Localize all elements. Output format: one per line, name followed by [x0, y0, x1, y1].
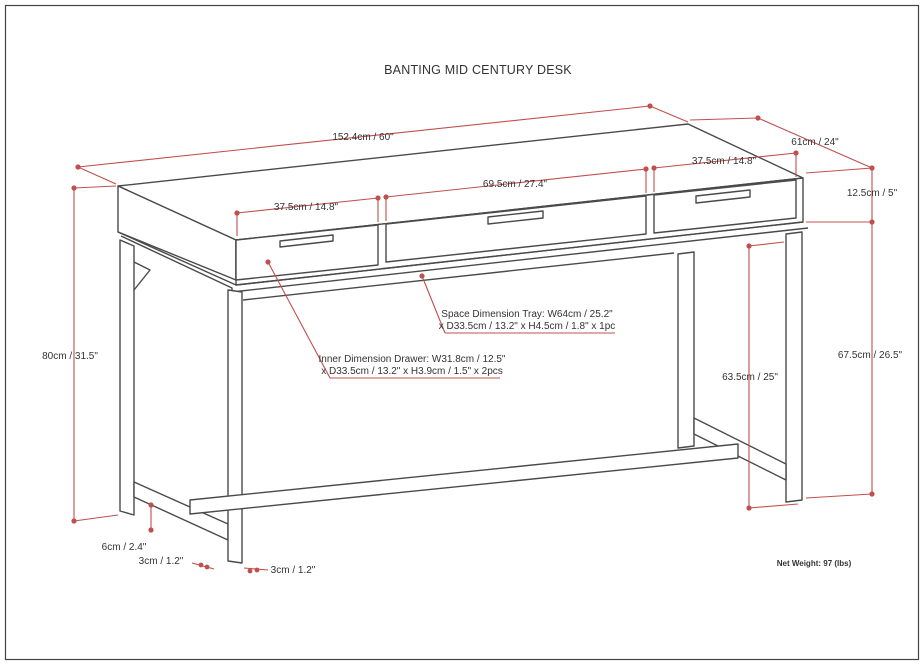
leg-thickness-right-label: 3cm / 1.2": [271, 565, 316, 576]
foot-height-label: 6cm / 2.4": [102, 542, 147, 553]
dim-dot: [204, 564, 210, 570]
leg-height-label: 67.5cm / 26.5": [838, 350, 903, 361]
apron-trim: [117, 221, 804, 286]
dim-dot: [383, 194, 389, 200]
dim-dot: [746, 505, 752, 511]
drawer-right: [653, 179, 797, 234]
drawer-note-line-2: x D33.5cm / 13.2" x H3.9cm / 1.5" x 2pcs: [321, 366, 503, 377]
tray-note-line-1: Space Dimension Tray: W64cm / 25.2": [441, 309, 613, 320]
drawer-left-handle: [279, 234, 334, 248]
dimension-lines: [71, 103, 875, 574]
leg-back-right: [677, 251, 695, 449]
drawer-right-handle: [695, 189, 751, 204]
leg-front-left: [227, 289, 243, 564]
dim-dot: [148, 502, 154, 508]
drawer-center-width-label: 69.5cm / 27.4": [483, 179, 548, 190]
desk-drawing: [117, 123, 809, 564]
knee-clearance-label: 63.5cm / 25": [722, 372, 778, 383]
dim-dot: [793, 150, 799, 156]
drawer-center: [385, 195, 647, 263]
dim-dot: [71, 518, 77, 524]
dim-dot: [198, 562, 204, 568]
diagram-title: BANTING MID CENTURY DESK: [384, 63, 572, 77]
dim-dot: [75, 164, 81, 170]
dim-dot: [746, 243, 752, 249]
dim-dot: [755, 115, 761, 121]
leg-front-right: [785, 231, 803, 503]
frame-border: [4, 4, 920, 661]
frame-front-rail-inner: [242, 252, 675, 301]
leg-thickness-left-label: 3cm / 1.2": [139, 556, 184, 567]
side-stretcher-right: [693, 417, 787, 481]
leg-back-left: [119, 239, 135, 516]
dim-dot: [647, 103, 653, 109]
dim-dot: [247, 568, 253, 574]
overall-height-label: 80cm / 31.5": [42, 351, 98, 362]
dim-dot: [869, 165, 875, 171]
depth-label: 61cm / 24": [791, 137, 839, 148]
dim-dot: [71, 185, 77, 191]
drawer-left: [235, 224, 379, 281]
corner-brace: [133, 261, 151, 291]
dim-dot: [869, 491, 875, 497]
dim-dot: [651, 165, 657, 171]
dim-dot: [375, 195, 381, 201]
apron-height-label: 12.5cm / 5": [847, 188, 898, 199]
dim-dot: [265, 259, 271, 265]
net-weight-label: Net Weight: 97 (lbs): [777, 559, 852, 568]
back-stretcher: [189, 443, 739, 515]
frame-top-rail: [231, 227, 809, 293]
overall-width-label: 152.4cm / 60": [332, 132, 394, 143]
drawer-note-line-1: Inner Dimension Drawer: W31.8cm / 12.5": [319, 354, 506, 365]
drawer-center-handle: [487, 210, 544, 225]
drawer-left-width-label: 37.5cm / 14.8": [274, 202, 339, 213]
dim-dot: [234, 210, 240, 216]
dim-dot: [254, 567, 260, 573]
tray-note-line-2: x D33.5cm / 13.2" x H4.5cm / 1.8" x 1pc: [439, 321, 616, 332]
drawer-right-width-label: 37.5cm / 14.8": [692, 156, 757, 167]
dim-dot: [643, 166, 649, 172]
dim-dot: [419, 273, 425, 279]
dim-dot: [148, 527, 154, 533]
